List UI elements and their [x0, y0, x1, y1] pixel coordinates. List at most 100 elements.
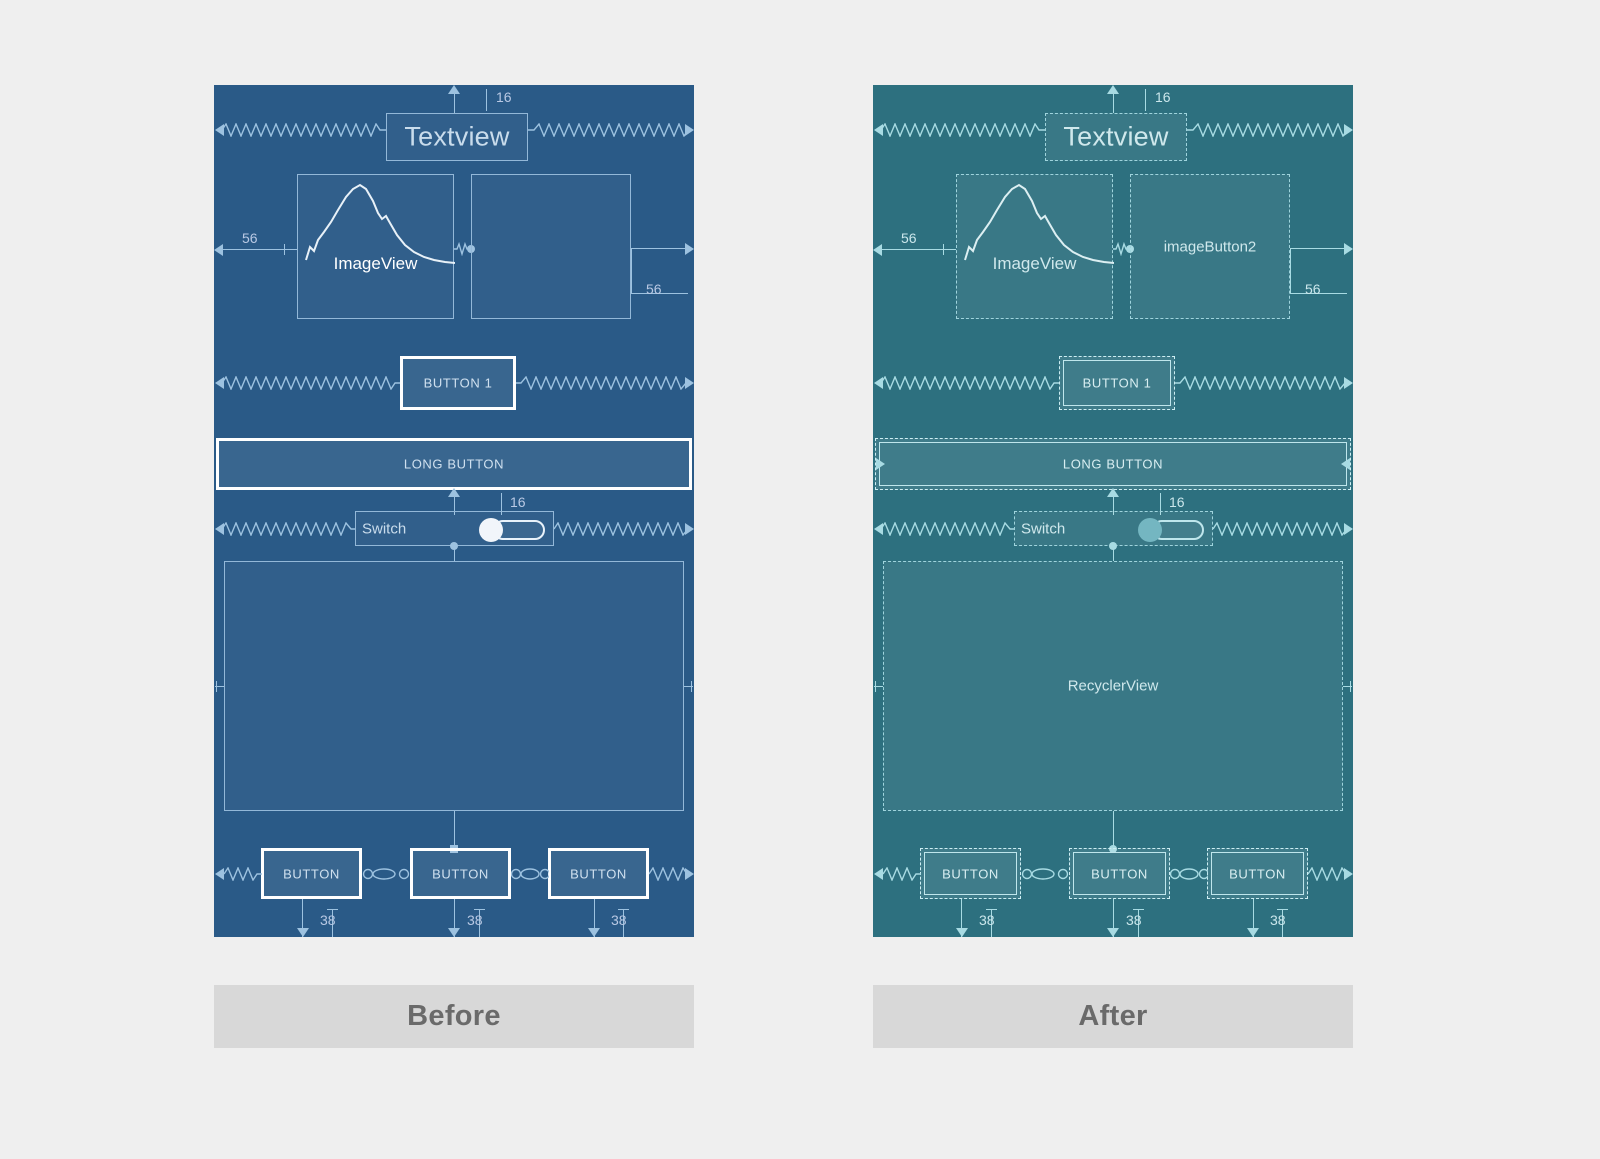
widget-button-left[interactable]: BUTTON: [920, 848, 1021, 899]
button1-right-spring: [516, 376, 692, 390]
textview-top-arrow: [1107, 85, 1119, 94]
widget-recyclerview[interactable]: [224, 561, 684, 811]
recyclerview-bottom-anchor-dot: [1109, 845, 1117, 853]
chain-link-left: [362, 867, 410, 881]
chain-link-left: [1021, 867, 1069, 881]
widget-button-center-label: BUTTON: [1091, 866, 1148, 881]
widget-imagebutton2[interactable]: [471, 174, 631, 319]
imageview-left-dim-tick: [284, 244, 285, 255]
textview-right-arrow: [685, 124, 694, 136]
widget-recyclerview[interactable]: RecyclerView: [883, 561, 1343, 811]
widget-long-button-label: LONG BUTTON: [1062, 456, 1164, 472]
switch-knob[interactable]: [1138, 518, 1162, 542]
widget-imageview[interactable]: ImageView: [297, 174, 455, 320]
button-row-right-spring: [649, 867, 689, 881]
imagebutton-right-arrow: [1344, 243, 1353, 255]
switch-left-arrow: [874, 523, 883, 535]
widget-imageview-label: ImageView: [992, 253, 1077, 273]
widget-button-center[interactable]: BUTTON: [1069, 848, 1170, 899]
widget-button-left[interactable]: BUTTON: [261, 848, 362, 899]
button-left-bottom-line: [961, 899, 962, 937]
switch-knob[interactable]: [479, 518, 503, 542]
button-row-right-arrow: [1344, 868, 1353, 880]
button-center-bottom-arrow: [1107, 928, 1119, 937]
imageview-left-dim-label: 56: [242, 230, 258, 246]
textview-right-spring: [1187, 123, 1351, 137]
widget-long-button[interactable]: LONG BUTTON: [216, 438, 692, 490]
switch-right-arrow: [1344, 523, 1353, 535]
button1-left-arrow: [874, 377, 883, 389]
widget-switch[interactable]: Switch: [355, 511, 554, 546]
button1-right-spring: [1175, 376, 1351, 390]
widget-switch[interactable]: Switch: [1014, 511, 1213, 546]
button1-right-arrow: [1344, 377, 1353, 389]
button1-left-spring: [222, 376, 400, 390]
textview-top-dim-label: 16: [496, 89, 512, 105]
imageview-left-dim-tick: [943, 244, 944, 255]
imagebutton-right-arrow: [685, 243, 694, 255]
widget-textview[interactable]: Textview: [1045, 113, 1187, 161]
textview-left-spring: [222, 123, 386, 137]
button-left-bottom-dimline: [332, 909, 333, 937]
widget-button1[interactable]: BUTTON 1: [1059, 356, 1175, 410]
button-right-bottom-line: [1253, 899, 1254, 937]
widget-imageview[interactable]: ImageView: [956, 174, 1114, 320]
textview-left-arrow: [215, 124, 224, 136]
textview-top-constraint-line: [1113, 91, 1114, 113]
imagebutton-right-dim-label: 56: [1305, 281, 1321, 297]
imageview-left-dim-label: 56: [901, 230, 917, 246]
widget-imageview-label: ImageView: [333, 253, 418, 273]
recyclerview-left-tick: [875, 681, 876, 692]
imagebutton-right-dim-line2: [631, 293, 688, 294]
widget-button-right[interactable]: BUTTON: [1207, 848, 1308, 899]
switch-top-constraint-line: [1113, 493, 1114, 515]
button1-right-arrow: [685, 377, 694, 389]
switch-top-dim-tick: [1160, 493, 1161, 515]
button-center-bottom-dimline: [479, 909, 480, 937]
widget-button-left-label: BUTTON: [283, 866, 340, 881]
widget-button-right[interactable]: BUTTON: [548, 848, 649, 899]
widget-imagebutton2[interactable]: imageButton2: [1130, 174, 1290, 319]
button-left-bottom-label: 38: [320, 912, 336, 928]
button-center-bottom-line: [454, 899, 455, 937]
button-right-bottom-dimline: [623, 909, 624, 937]
switch-top-dim-label: 16: [510, 494, 526, 510]
widget-button1[interactable]: BUTTON 1: [400, 356, 516, 410]
widget-textview[interactable]: Textview: [386, 113, 528, 161]
textview-top-dim-label: 16: [1155, 89, 1171, 105]
switch-top-dim-label: 16: [1169, 494, 1185, 510]
imagebutton-right-line: [631, 248, 688, 249]
textview-top-dim-tick: [1145, 89, 1146, 111]
button-left-selection-outline: [924, 852, 1017, 895]
long-button-right-arrow: [1341, 458, 1350, 470]
widget-button1-label: BUTTON 1: [1082, 375, 1152, 391]
button-center-bottom-dimline: [1138, 909, 1139, 937]
switch-bottom-line: [1113, 546, 1114, 561]
switch-right-spring: [1213, 522, 1351, 536]
after-layout-preview: 16 Textview ImageView 56: [873, 85, 1353, 937]
button-left-bottom-arrow: [297, 928, 309, 937]
imageview-graph-curve: [298, 175, 455, 320]
switch-left-spring: [881, 522, 1014, 536]
imageview-graph-curve: [957, 175, 1114, 320]
button-row-right-arrow: [685, 868, 694, 880]
button-left-bottom-arrow: [956, 928, 968, 937]
widget-recyclerview-label: RecyclerView: [1067, 677, 1159, 695]
button-right-bottom-label: 38: [1270, 912, 1286, 928]
widget-button-right-label: BUTTON: [570, 866, 627, 881]
imagebutton-right-dim-vline: [1290, 248, 1291, 293]
widget-long-button-label: LONG BUTTON: [403, 456, 505, 472]
button1-selection-outline: [1063, 360, 1171, 406]
button-left-bottom-line: [302, 899, 303, 937]
button-row-left-spring: [883, 867, 921, 881]
widget-long-button[interactable]: LONG BUTTON: [875, 438, 1351, 490]
long-button-selection-outline: [879, 442, 1347, 486]
button-right-bottom-arrow: [588, 928, 600, 937]
textview-top-dim-tick: [486, 89, 487, 111]
before-caption-bar: Before: [214, 985, 694, 1048]
button-row-left-arrow: [215, 868, 224, 880]
widget-button-center[interactable]: BUTTON: [410, 848, 511, 899]
button-center-bottom-line: [1113, 899, 1114, 937]
imagebutton-right-dim-label: 56: [646, 281, 662, 297]
switch-right-spring: [554, 522, 692, 536]
